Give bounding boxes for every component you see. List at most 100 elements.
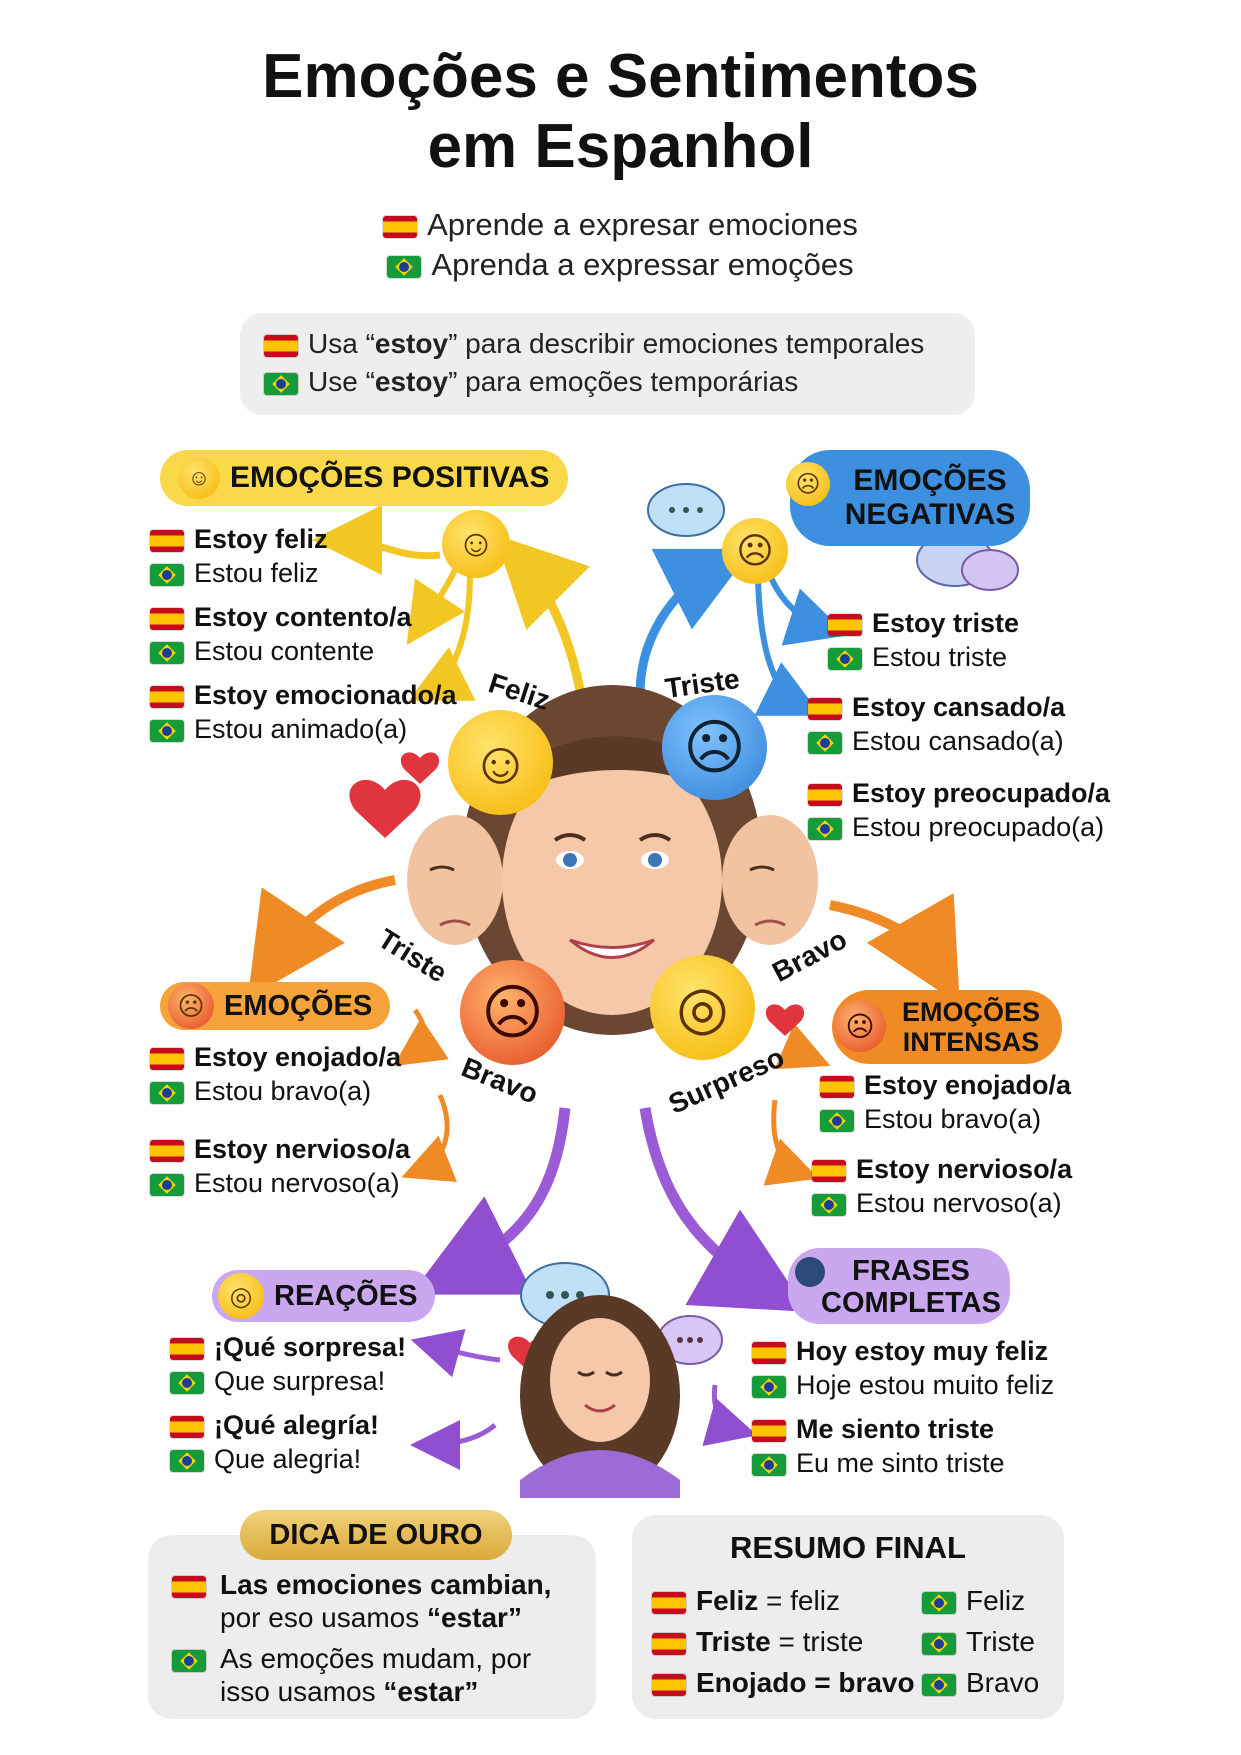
- title-line-1: Emoções e Sentimentos: [262, 42, 979, 111]
- brazil-flag-icon: [170, 1371, 204, 1394]
- brazil-flag-icon: [150, 1173, 184, 1196]
- intense-list-2: Estoy nervioso/a Estou nervoso(a): [812, 1152, 1072, 1220]
- sad-blue-emoji-icon: ☹: [662, 695, 767, 800]
- spain-flag-icon: [808, 783, 842, 806]
- summary-rows: Feliz = feliz Triste = triste Enojado = …: [652, 1580, 915, 1703]
- phrase-pt: Estou triste: [872, 642, 1008, 672]
- brazil-flag-icon: [387, 255, 422, 278]
- emotions-header: ☹ EMOÇÕES: [160, 982, 391, 1030]
- phrase-pt: Hoje estou muito feliz: [796, 1370, 1055, 1400]
- brazil-flag-icon: [812, 1193, 846, 1216]
- spain-flag-icon: [652, 1591, 686, 1614]
- spain-flag-icon: [150, 685, 184, 708]
- brazil-flag-icon: [922, 1632, 956, 1655]
- phrase-pt: Estou nervoso(a): [856, 1188, 1062, 1218]
- phrase-es: Me siento triste: [796, 1414, 995, 1444]
- reactions-header: ◎ REAÇÕES: [212, 1270, 436, 1322]
- gold-tip-title: DICA DE OURO: [240, 1510, 512, 1560]
- phrase-es: ¡Qué alegría!: [214, 1410, 380, 1440]
- spain-flag-icon: [150, 607, 184, 630]
- brazil-flag-icon: [922, 1591, 956, 1614]
- grinning-emoji-icon: ☺: [442, 510, 510, 578]
- spain-flag-icon: [383, 215, 418, 238]
- brazil-flag-icon: [922, 1673, 956, 1696]
- spain-flag-icon: [812, 1159, 846, 1182]
- spain-flag-icon: [752, 1419, 786, 1442]
- grinning-emoji-icon: ☺: [178, 457, 220, 499]
- tip-es: Usa “estoy” para describir emociones tem…: [264, 325, 951, 363]
- angry-emoji-icon: ☹: [168, 983, 214, 1029]
- brazil-flag-icon: [264, 372, 298, 395]
- crying-emoji-icon: ☹: [786, 462, 830, 506]
- spain-flag-icon: [150, 529, 184, 552]
- spain-flag-icon: [820, 1075, 854, 1098]
- phrase-es: Estoy cansado/a: [852, 692, 1066, 722]
- sad-emoji-icon: ☹: [722, 518, 788, 584]
- summary-pt: Feliz Triste Bravo: [922, 1580, 1039, 1703]
- phrase-pt: Que alegria!: [214, 1444, 362, 1474]
- spain-flag-icon: [170, 1415, 204, 1438]
- estoy-tip-box: Usa “estoy” para describir emociones tem…: [240, 313, 975, 415]
- gold-tip-box: [148, 1535, 596, 1719]
- phrases-header: FRASES COMPLETAS: [788, 1248, 1010, 1324]
- woman-small-illustration: [520, 1295, 680, 1498]
- negative-list-2: Estoy cansado/a Estou cansado(a) Estoy p…: [808, 690, 1110, 844]
- phrase-pt: Estou contente: [194, 636, 375, 666]
- phrase-pt: Estou preocupado(a): [852, 812, 1105, 842]
- phrase-es: ¡Qué sorpresa!: [214, 1332, 407, 1362]
- brazil-flag-icon: [752, 1375, 786, 1398]
- subtitle-pt: Aprenda a expressar emoções: [0, 245, 1241, 285]
- spain-flag-icon: [752, 1341, 786, 1364]
- brazil-flag-icon: [170, 1449, 204, 1472]
- surprised-emoji-icon: ◎: [650, 955, 755, 1060]
- summary-box: [632, 1515, 1064, 1719]
- phrase-pt: Estou bravo(a): [194, 1076, 372, 1106]
- spain-flag-icon: [150, 1139, 184, 1162]
- brazil-flag-icon: [150, 641, 184, 664]
- brazil-flag-icon: [172, 1649, 206, 1672]
- positive-emotions-header: ☺ EMOÇÕES POSITIVAS: [160, 450, 568, 506]
- phrase-pt: Estou cansado(a): [852, 726, 1064, 756]
- phrase-es: Estoy enojado/a: [864, 1070, 1072, 1100]
- angry-emoji-icon: ☹: [834, 1000, 886, 1052]
- positive-list: Estoy feliz Estou feliz Estoy contento/a…: [150, 522, 457, 746]
- brazil-flag-icon: [828, 647, 862, 670]
- negative-list-1: Estoy triste Estou triste: [828, 606, 1019, 674]
- gold-tip-text: Las emociones cambian, por eso usamos “e…: [172, 1568, 551, 1708]
- happy-emoji-icon: ☺: [448, 710, 553, 815]
- reactions-list: ¡Qué sorpresa! Que surpresa! ¡Qué alegrí…: [170, 1330, 406, 1476]
- spain-flag-icon: [828, 613, 862, 636]
- phrase-es: Estoy nervioso/a: [194, 1134, 411, 1164]
- title-line-2: em Espanhol: [427, 112, 814, 181]
- phrase-pt: Que surpresa!: [214, 1366, 386, 1396]
- phrase-pt: Estou nervoso(a): [194, 1168, 400, 1198]
- phrase-es: Estoy triste: [872, 608, 1020, 638]
- negative-emotions-header: EMOÇÕES NEGATIVAS: [790, 450, 1030, 546]
- phrase-es: Estoy emocionado/a: [194, 680, 457, 710]
- angry-emoji-icon: ☹: [460, 960, 565, 1065]
- spain-flag-icon: [172, 1575, 206, 1598]
- phrase-pt: Estou feliz: [194, 558, 319, 588]
- brazil-flag-icon: [808, 731, 842, 754]
- subtitle-es: Aprende a expresar emociones: [0, 205, 1241, 245]
- phrase-es: Estoy feliz: [194, 524, 328, 554]
- phrase-es: Estoy nervioso/a: [856, 1154, 1073, 1184]
- phrases-list: Hoy estoy muy feliz Hoje estou muito fel…: [752, 1334, 1054, 1480]
- brazil-flag-icon: [150, 719, 184, 742]
- summary-title: RESUMO FINAL: [730, 1530, 966, 1565]
- phrase-es: Estoy contento/a: [194, 602, 412, 632]
- spain-flag-icon: [652, 1632, 686, 1655]
- brazil-flag-icon: [820, 1109, 854, 1132]
- emotions-list: Estoy enojado/a Estou bravo(a) Estoy ner…: [150, 1040, 410, 1200]
- page-title: Emoções e Sentimentos em Espanhol: [0, 42, 1241, 182]
- spain-flag-icon: [264, 334, 298, 357]
- phrase-pt: Estou bravo(a): [864, 1104, 1042, 1134]
- brazil-flag-icon: [808, 817, 842, 840]
- heart-icon: [349, 779, 421, 838]
- spain-flag-icon: [808, 697, 842, 720]
- spain-flag-icon: [170, 1337, 204, 1360]
- phrase-pt: Eu me sinto triste: [796, 1448, 1005, 1478]
- speaking-head-icon: [795, 1257, 825, 1287]
- intense-list-1: Estoy enojado/a Estou bravo(a): [820, 1068, 1071, 1136]
- phrase-es: Hoy estoy muy feliz: [796, 1336, 1049, 1366]
